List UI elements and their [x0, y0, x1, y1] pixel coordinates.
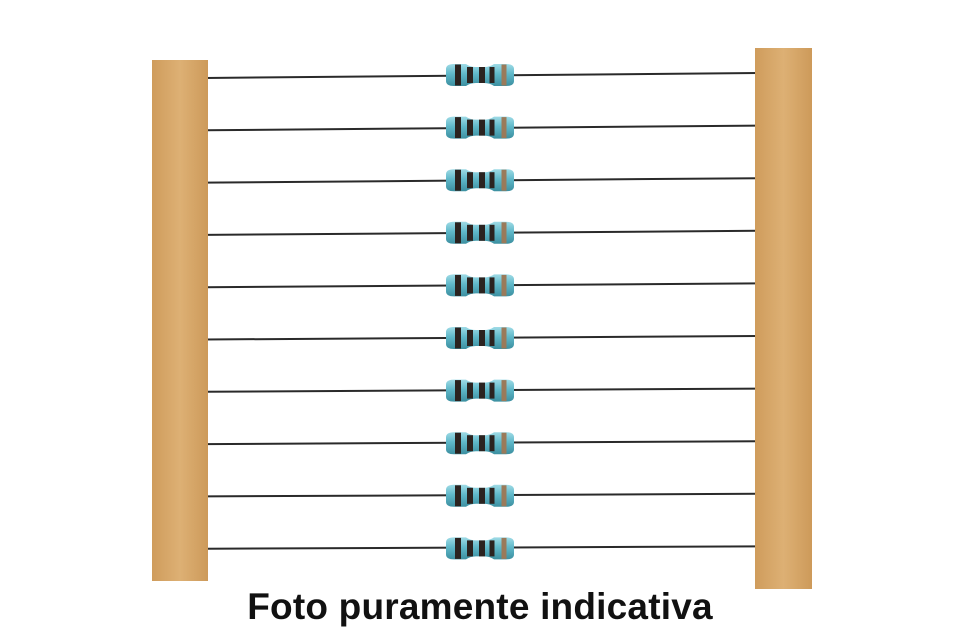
color-band: [467, 277, 473, 294]
color-band: [489, 119, 495, 136]
color-band: [489, 224, 495, 241]
color-band: [479, 540, 485, 557]
color-band: [479, 224, 485, 241]
color-band: [489, 540, 495, 557]
color-band: [455, 485, 461, 507]
color-band: [455, 432, 461, 454]
color-band: [501, 432, 507, 454]
resistor: [446, 116, 514, 139]
color-band: [489, 487, 495, 504]
resistor: [446, 327, 514, 349]
color-band: [467, 487, 473, 504]
resistor: [446, 432, 514, 455]
right-paper-tape: [755, 48, 812, 589]
color-band: [467, 119, 473, 136]
color-band: [501, 64, 507, 86]
color-band: [479, 330, 485, 346]
left-paper-tape: [152, 60, 208, 581]
color-band: [479, 277, 485, 294]
color-band: [455, 169, 461, 191]
color-band: [467, 67, 473, 83]
resistor: [446, 484, 514, 507]
color-band: [467, 224, 473, 241]
resistor: [446, 274, 514, 297]
color-band: [467, 382, 473, 399]
caption-text: Foto puramente indicativa: [247, 586, 713, 627]
color-band: [455, 222, 461, 244]
color-band: [455, 327, 461, 349]
resistor: [446, 537, 514, 560]
color-band: [479, 67, 485, 83]
color-band: [501, 537, 507, 559]
color-band: [467, 435, 473, 452]
resistor: [446, 379, 514, 402]
color-band: [479, 487, 485, 504]
color-band: [455, 380, 461, 402]
color-band: [467, 540, 473, 557]
color-band: [501, 169, 507, 191]
color-band: [501, 222, 507, 244]
color-band: [489, 277, 495, 294]
resistor-bodies: [446, 64, 514, 560]
resistor: [446, 64, 514, 86]
color-band: [489, 172, 495, 189]
color-band: [501, 380, 507, 402]
color-band: [479, 172, 485, 189]
color-band: [467, 330, 473, 346]
color-band: [489, 382, 495, 399]
color-band: [501, 274, 507, 296]
color-band: [455, 64, 461, 86]
resistor-leads: [204, 72, 759, 550]
color-band: [501, 327, 507, 349]
color-band: [501, 117, 507, 139]
color-band: [501, 485, 507, 507]
resistor: [446, 169, 514, 192]
color-band: [455, 117, 461, 139]
color-band: [479, 382, 485, 399]
color-band: [479, 119, 485, 136]
color-band: [455, 274, 461, 296]
color-band: [455, 537, 461, 559]
resistor: [446, 221, 514, 244]
color-band: [489, 435, 495, 452]
color-band: [467, 172, 473, 189]
color-band: [489, 330, 495, 346]
color-band: [479, 435, 485, 452]
color-band: [489, 67, 495, 83]
